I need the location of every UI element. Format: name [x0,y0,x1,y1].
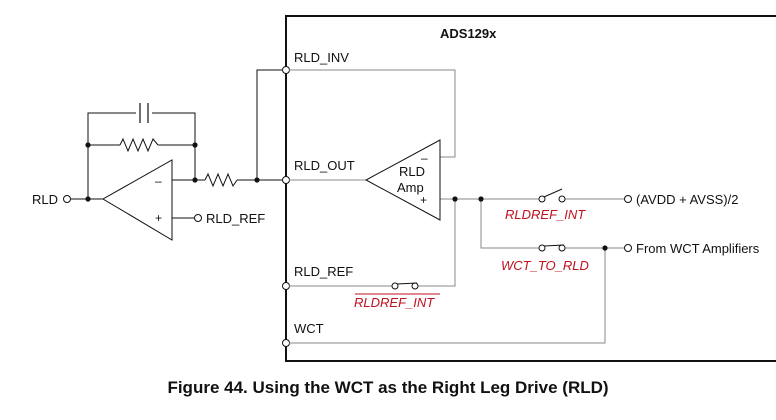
feedback-resistor [119,137,159,153]
terminal-rld-ref [194,214,202,222]
pin-rld-inv [282,66,290,74]
external-opamp-minus: – [155,174,162,188]
external-label-rld: RLD [32,192,58,207]
external-opamp-plus: + [155,211,162,225]
rld-amp-label-line2: Amp [397,180,424,195]
pin-label-wct: WCT [294,321,324,336]
external-label-rld-ref: RLD_REF [206,211,265,226]
output-label-from-wct: From WCT Amplifiers [636,241,760,256]
switch-label-rldref-int: RLDREF_INT [505,207,586,222]
circuit-diagram: ADS129x RLD_INV RLD_OUT RLD_REF WCT RLD … [32,15,776,362]
terminal-avdd-avss [624,195,632,203]
pin-label-rld-out: RLD_OUT [294,158,355,173]
junction-dot [452,196,458,202]
switch-label-rldref-int-bar: RLDREF_INT [354,295,435,310]
pin-wct [282,339,290,347]
chip-boundary [285,15,776,362]
pin-rld-out [282,176,290,184]
junction-dot [478,196,484,202]
switch-rldref-int-bar [391,282,419,290]
switch-label-wct-to-rld: WCT_TO_RLD [501,258,589,273]
rld-amp-triangle [364,139,441,221]
junction-dot [192,142,198,148]
pin-label-rld-inv: RLD_INV [294,50,349,65]
switch-rldref-int [538,188,566,203]
feedback-capacitor [139,103,149,123]
chip-label: ADS129x [440,26,497,41]
junction-dot [85,196,91,202]
series-resistor [204,172,238,188]
internal-wiring [289,69,624,344]
junction-dot [254,177,260,183]
switch-wct-to-rld [538,244,566,252]
rld-amp-minus: – [421,151,428,165]
pin-label-rld-ref: RLD_REF [294,264,353,279]
figure-caption: Figure 44. Using the WCT as the Right Le… [167,378,609,397]
junction-dot [85,142,91,148]
junction-dot [192,177,198,183]
rld-amp-plus: + [420,193,427,207]
junction-dot [602,245,608,251]
external-wiring [71,69,282,219]
rld-amp-label-line1: RLD [399,164,425,179]
external-opamp-triangle [102,159,173,241]
pin-rld-ref [282,282,290,290]
terminal-from-wct [624,244,632,252]
output-label-avdd-avss: (AVDD + AVSS)/2 [636,192,738,207]
terminal-rld [63,195,71,203]
